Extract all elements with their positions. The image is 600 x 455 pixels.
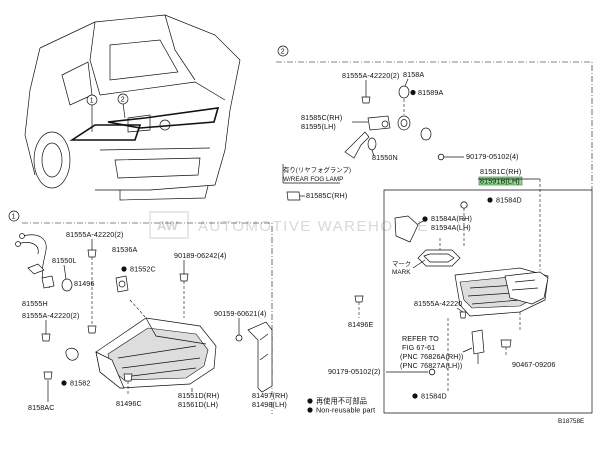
label-81536A: 81536A — [112, 245, 137, 254]
callout-view-2 — [117, 93, 129, 105]
label-8158AC: 8158AC — [28, 403, 55, 412]
watermark-text: AUTOMOTIVE WAREHOUSE — [198, 218, 429, 235]
legend-en: Non-reusable part — [316, 406, 375, 415]
label-8158A: 8158A — [403, 70, 424, 79]
label-81589A: 81589A — [418, 88, 443, 97]
label-81594A-LH: 81594A(LH) — [431, 223, 471, 232]
mark-jp: マーク — [392, 260, 411, 268]
label-81497-RH: 81497(RH) — [252, 391, 288, 400]
drawing-number: B18758E — [558, 418, 584, 425]
watermark-logo: AW — [157, 218, 179, 233]
svg-text:1: 1 — [12, 212, 16, 221]
label-81591B-LH: 81591B(LH) — [480, 177, 520, 186]
label-90179-05102-2: 90179-05102(2) — [328, 367, 381, 376]
section-2-parts: 81555A-42220(2) 8158A 81589A 81585C(RH) … — [282, 70, 555, 401]
label-81584D-top: 81584D — [496, 196, 522, 205]
label-81555A-42220-2-upper: 81555A-42220(2) — [342, 71, 399, 80]
refer-line-3: (PNC 76826A(RH)) — [400, 352, 464, 361]
label-90179-05102-4: 90179-05102(4) — [466, 152, 519, 161]
section-1-parts: 81555H 81555A-42220(2) 81550L 81496 8153… — [15, 230, 288, 412]
label-81550L: 81550L — [52, 256, 77, 265]
svg-text:2: 2 — [121, 95, 125, 104]
label-81555H: 81555H — [22, 299, 48, 308]
legend: 再使用不可部品 Non-reusable part — [307, 397, 375, 415]
label-81582: 81582 — [70, 379, 91, 388]
refer-line-4: (PNC 76827A(LH)) — [400, 361, 462, 370]
fog-lamp-note-jp: 有り(リヤフォグランプ) — [283, 165, 351, 174]
label-90159-60621-4: 90159-60621(4) — [214, 309, 267, 318]
label-81496E: 81496E — [348, 320, 373, 329]
svg-text:1: 1 — [90, 96, 94, 105]
refer-line-2: FIG 67-61 — [402, 343, 435, 352]
label-81585C-RH: 81585C(RH) — [301, 113, 342, 122]
section-1-callout — [8, 210, 20, 222]
label-81550N: 81550N — [372, 153, 398, 162]
label-81551D-RH: 81551D(RH) — [178, 391, 219, 400]
label-81552C: 81552C — [130, 265, 156, 274]
label-81584A-RH: 81584A(RH) — [431, 214, 472, 223]
label-81555A-42220-right: 81555A-42220 — [414, 299, 462, 308]
label-81498-LH: 81498(LH) — [252, 400, 287, 409]
refer-line-1: REFER TO — [402, 334, 439, 343]
callout-view-1 — [86, 94, 98, 106]
label-81581C-RH: 81581C(RH) — [480, 167, 521, 176]
label-81585C-RH-fog: 81585C(RH) — [306, 191, 347, 200]
svg-text:2: 2 — [281, 47, 285, 56]
label-90189-06242-4: 90189-06242(4) — [174, 251, 227, 260]
label-81496C: 81496C — [116, 399, 142, 408]
label-81561D-LH: 81561D(LH) — [178, 400, 218, 409]
label-81584D-bottom: 81584D — [421, 392, 447, 401]
vehicle-illustration: 1 2 — [24, 14, 241, 201]
label-81595-LH: 81595(LH) — [301, 122, 336, 131]
watermark: AW AUTOMOTIVE WAREHOUSE — [149, 211, 429, 239]
label-81496: 81496 — [74, 279, 95, 288]
fog-lamp-note-en: W/REAR FOG LAMP — [283, 176, 343, 183]
legend-jp: 再使用不可部品 — [316, 397, 367, 406]
highlight-81591B — [478, 176, 523, 186]
section-2-frame: 2 — [276, 45, 593, 414]
section-2-callout — [277, 45, 289, 57]
label-90467-09206: 90467-09206 — [512, 360, 555, 369]
label-81555A-42220-2-left-top: 81555A-42220(2) — [66, 230, 123, 239]
label-81555A-42220-2-left-mid: 81555A-42220(2) — [22, 311, 79, 320]
mark-en: MARK — [392, 269, 411, 276]
